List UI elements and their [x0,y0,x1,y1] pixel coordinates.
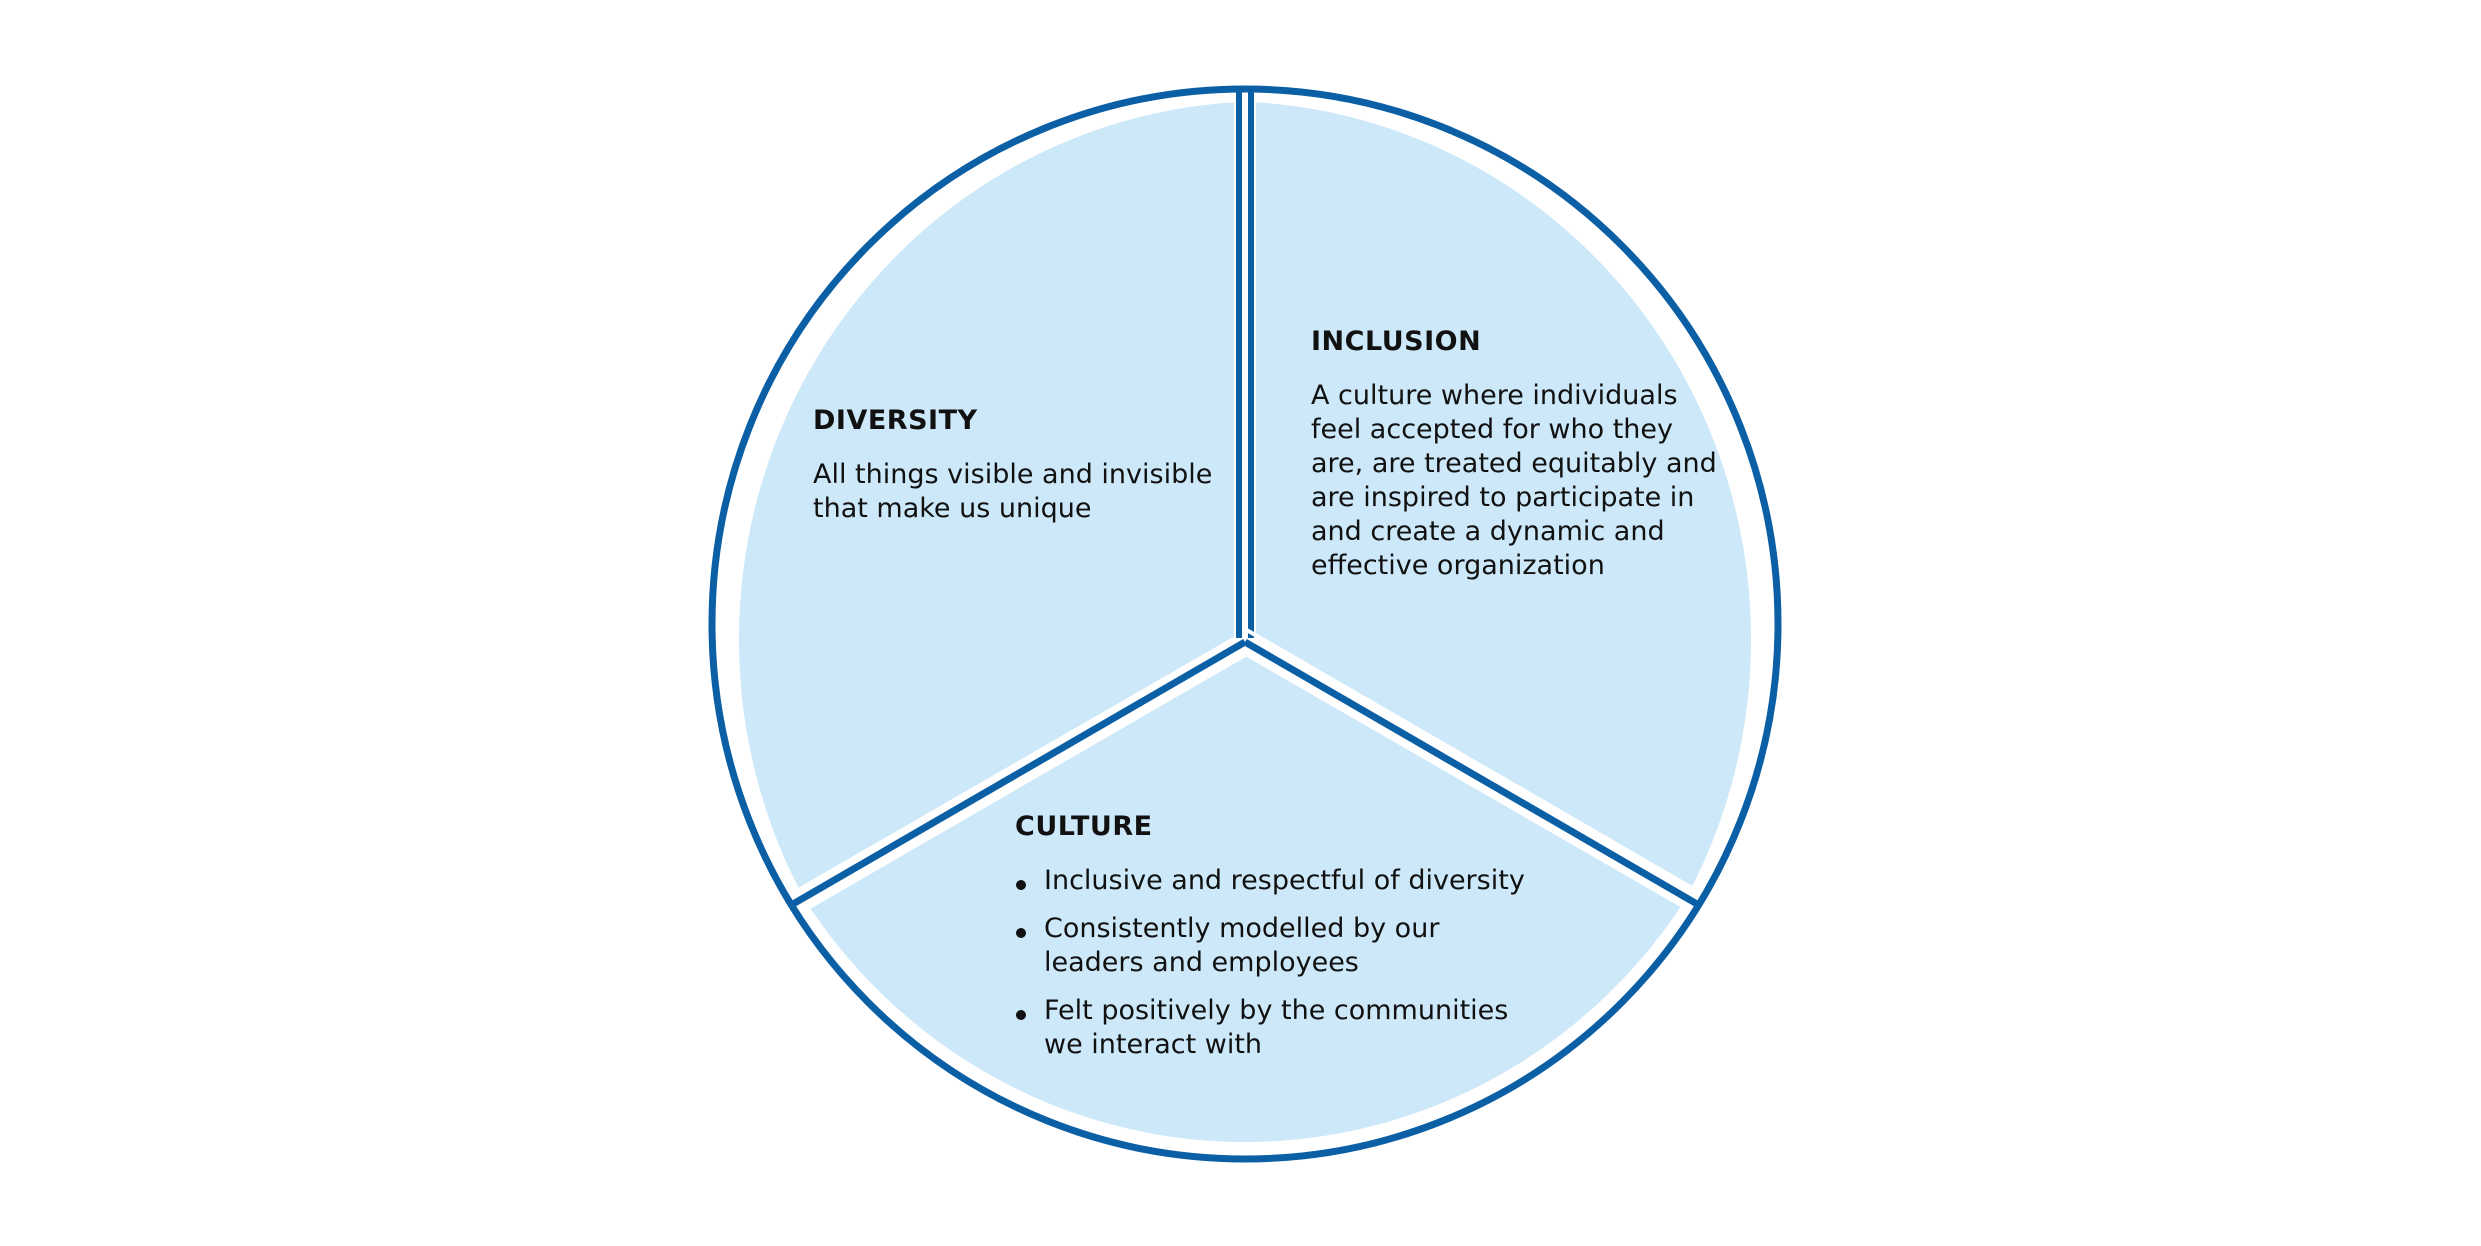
culture-bullet-item: Felt positively by the communities we in… [1015,994,1535,1062]
inclusion-line-5: and create a dynamic and [1311,516,1665,547]
inclusion-segment [1244,90,1764,902]
culture-bullet-3-line-2: we interact with [1044,1029,1263,1060]
inclusion-line-4: are inspired to participate in [1311,482,1695,513]
diversity-text-block: DIVERSITY All things visible and invisib… [813,405,1233,526]
inclusion-text-block: INCLUSION A culture where individuals fe… [1311,326,1731,583]
diversity-description: All things visible and invisible that ma… [813,458,1233,526]
inclusion-line-1: A culture where individuals [1311,380,1678,411]
divider-diagonal-left-highlight [804,653,1247,911]
inclusion-line-6: effective organization [1311,550,1605,581]
bullet-dot-icon [1016,1010,1026,1020]
culture-bullet-2-line-2: leaders and employees [1044,947,1359,978]
inclusion-title: INCLUSION [1311,326,1482,357]
bullet-dot-icon [1016,880,1026,890]
culture-segment [795,643,1695,1155]
diversity-segment [726,90,1246,902]
culture-bullet-1-line-1: Inclusive and respectful of diversity [1044,865,1525,896]
culture-bullet-3-line-1: Felt positively by the communities [1044,995,1509,1026]
bullet-dot-icon [1016,928,1026,938]
diversity-title: DIVERSITY [813,405,978,436]
inclusion-line-3: are, are treated equitably and [1311,448,1717,479]
divider-diagonal-right [1243,638,1699,908]
outer-circle-outline [708,85,1782,1163]
culture-text-block: CULTURE Inclusive and respectful of dive… [1015,811,1535,1076]
culture-title: CULTURE [1015,811,1153,842]
culture-bullet-item: Inclusive and respectful of diversity [1015,864,1535,898]
divider-diagonal-left [791,638,1247,908]
culture-bullet-2-line-1: Consistently modelled by our [1044,913,1440,944]
divider-diagonal-right-highlight [1243,627,1701,894]
culture-bullet-item: Consistently modelled by our leaders and… [1015,912,1535,980]
inclusion-description: A culture where individuals feel accepte… [1311,379,1731,583]
culture-bullet-list: Inclusive and respectful of diversity Co… [1015,864,1535,1062]
diversity-line-2: that make us unique [813,493,1092,524]
inclusion-line-2: feel accepted for who they [1311,414,1674,445]
diversity-line-1: All things visible and invisible [813,459,1213,490]
